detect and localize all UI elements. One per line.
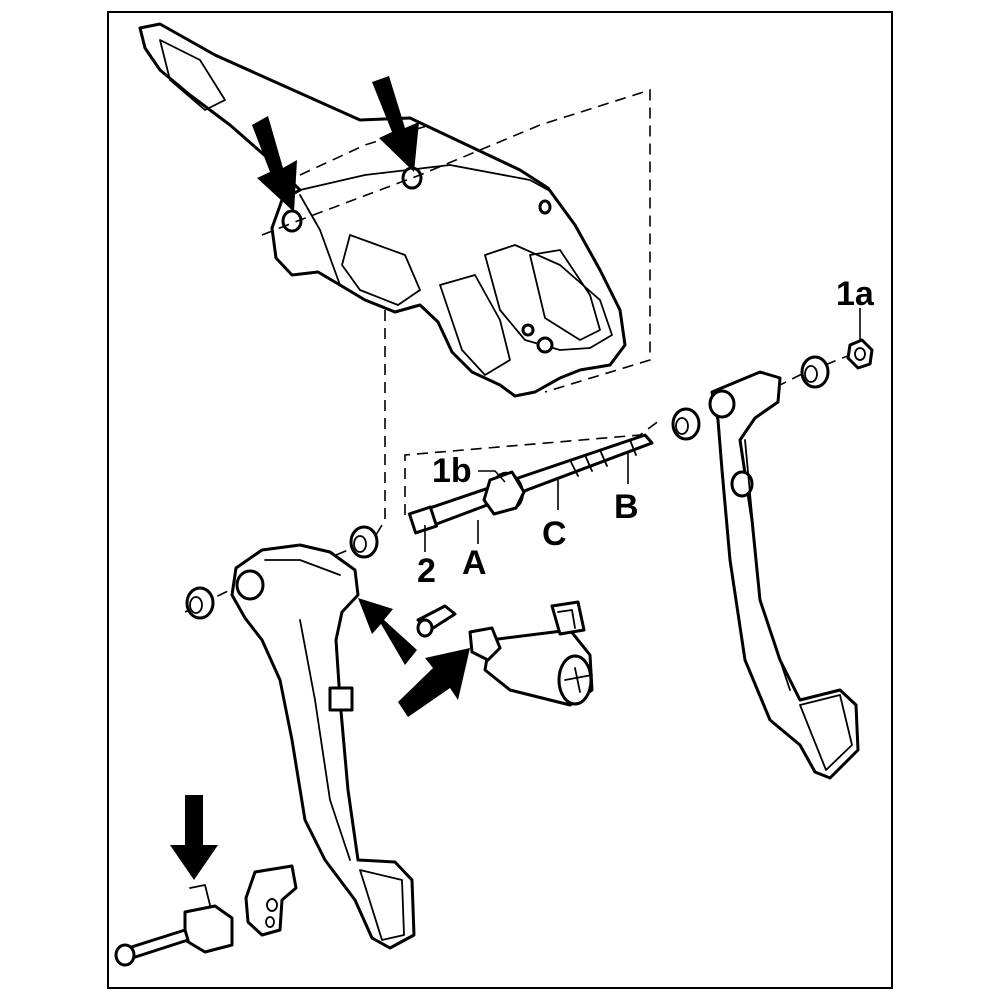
callout-1b: 1b [432,452,472,490]
clutch-pedal [230,543,416,950]
callout-B: B [614,488,639,526]
callout-C: C [542,515,567,553]
pivot-shaft [407,433,654,535]
shaft-bushings [185,338,874,620]
pedal-switch [114,864,298,967]
mounting-arrow-icon [170,76,470,880]
callout-leaders [424,308,861,552]
callout-2: 2 [417,552,436,590]
callout-1a: 1a [836,275,875,313]
callout-A: A [462,544,487,582]
brake-pedal [708,370,860,780]
pedal-cylinder [416,600,594,707]
